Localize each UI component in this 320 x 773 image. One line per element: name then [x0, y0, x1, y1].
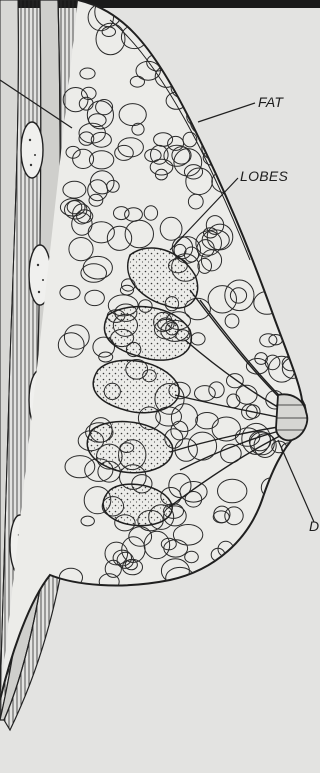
- fat-lobule: [290, 272, 302, 285]
- fat-lobule: [155, 5, 177, 28]
- fat-lobule: [280, 190, 300, 208]
- fat-lobule: [286, 574, 303, 586]
- fat-lobule: [142, 12, 159, 29]
- fat-lobule: [242, 16, 262, 33]
- label-fat: FAT: [258, 94, 283, 110]
- fat-lobule: [280, 48, 307, 68]
- fat-lobule: [214, 10, 226, 20]
- fat-lobule: [171, 60, 191, 81]
- fat-lobule: [225, 13, 239, 25]
- fat-lobule: [230, 190, 243, 201]
- fat-lobule: [281, 60, 302, 82]
- fat-lobule: [271, 497, 296, 521]
- fat-lobule: [225, 60, 251, 86]
- fat-lobule: [287, 170, 301, 181]
- fat-lobule: [252, 512, 279, 539]
- fat-lobule: [244, 140, 273, 162]
- fat-lobule: [248, 571, 274, 591]
- fat-lobule: [284, 244, 313, 271]
- fat-lobule: [266, 203, 282, 216]
- fat-lobule: [204, 53, 223, 67]
- label-lobes: LOBES: [240, 168, 288, 184]
- fat-lobule: [276, 190, 301, 213]
- fat-lobule: [285, 522, 301, 534]
- fat-lobule: [206, 62, 220, 73]
- fat-lobule: [244, 84, 259, 94]
- fat-lobule: [254, 555, 273, 572]
- fat-lobule: [214, 92, 236, 112]
- fat-lobule: [211, 46, 232, 63]
- label-duct: D: [309, 518, 319, 534]
- fat-lobule: [140, 20, 153, 33]
- fat-lobule: [269, 232, 296, 255]
- fat-lobule: [283, 210, 308, 237]
- fat-lobule: [205, 126, 235, 152]
- fat-lobule: [202, 135, 228, 160]
- fat-lobule: [262, 28, 286, 47]
- fat-lobule: [287, 108, 301, 118]
- fat-lobule: [284, 303, 297, 314]
- fat-lobule: [209, 90, 233, 109]
- fat-leader: [198, 103, 255, 122]
- fat-lobule: [201, 82, 229, 108]
- fat-lobule: [173, 8, 188, 24]
- fat-lobule: [162, 42, 176, 57]
- fat-lobule: [195, 81, 219, 105]
- duct-leader: [278, 440, 314, 522]
- fat-lobule: [206, 88, 218, 98]
- fat-lobule: [259, 21, 272, 34]
- fat-lobule: [171, 76, 199, 98]
- fat-lobule: [288, 6, 302, 19]
- fat-lobule: [265, 273, 284, 287]
- fat-lobule: [189, 17, 207, 32]
- fat-lobule: [175, 33, 192, 48]
- fat-lobule: [157, 40, 187, 67]
- fat-lobule: [264, 110, 293, 139]
- fat-lobule: [260, 241, 279, 260]
- fat-lobule: [265, 550, 284, 570]
- fat-lobule: [266, 79, 280, 90]
- fat-lobule: [132, 585, 144, 594]
